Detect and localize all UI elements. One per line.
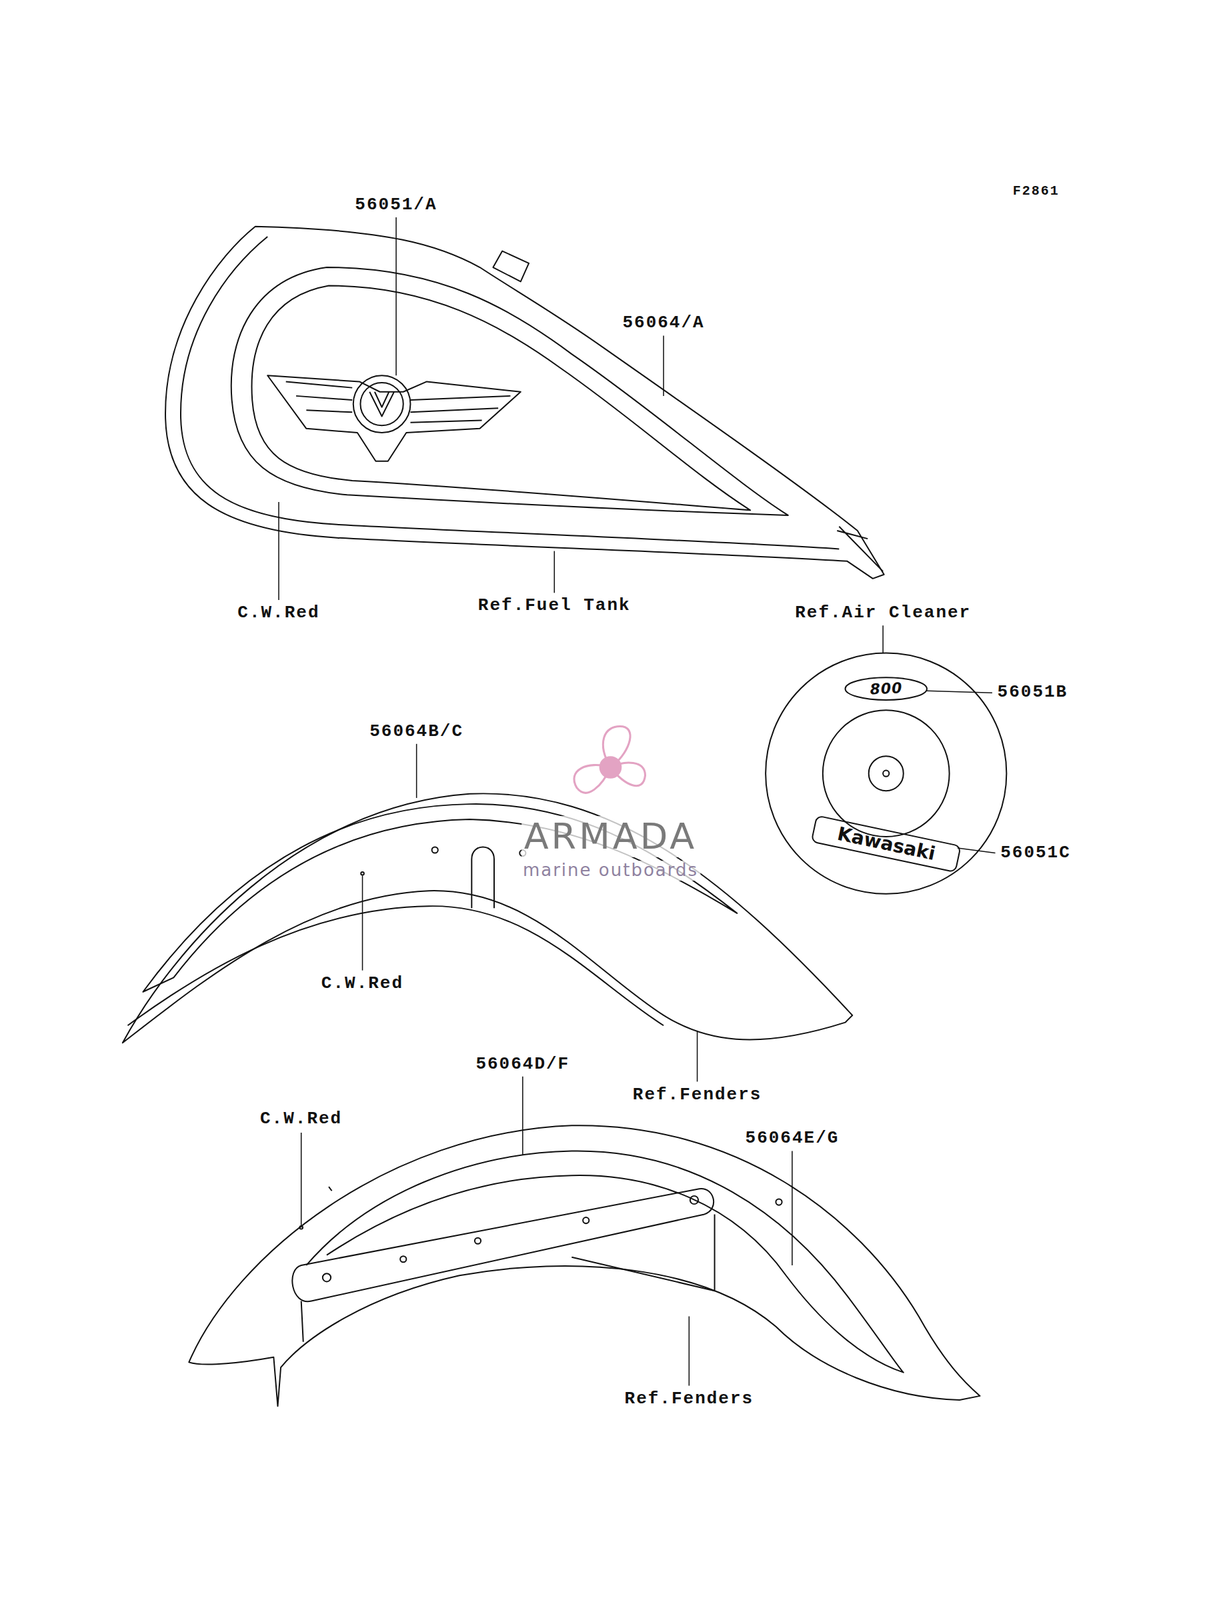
note-label: C.W.Red — [319, 974, 406, 995]
air-cleaner — [765, 653, 1007, 895]
air-cleaner-nut — [868, 756, 904, 791]
fuel-tank-edge — [180, 236, 839, 549]
fender-bracket — [471, 846, 495, 909]
hole — [690, 1196, 699, 1205]
air-cleaner-bolt — [882, 770, 889, 777]
rear-fender-stripe — [306, 1150, 903, 1373]
hole — [775, 1198, 782, 1205]
decal-text: Kawasaki — [835, 823, 938, 865]
part-label: Ref.Fuel Tank — [476, 596, 633, 617]
hole — [582, 1217, 589, 1224]
part-label: Ref.Fenders — [622, 1389, 757, 1410]
decal-text: 800 — [869, 679, 903, 699]
emblem-ring — [353, 375, 411, 433]
watermark: marine outboards — [520, 860, 701, 881]
rear-fender-strut — [292, 1188, 715, 1343]
decal-kawasaki — [811, 815, 961, 873]
rear-fender — [188, 1125, 980, 1407]
emblem-ring — [360, 382, 403, 426]
callout-number: 56051C — [998, 843, 1073, 864]
callout-number: 56064D/F — [473, 1054, 572, 1075]
callout-number: 56064E/G — [743, 1129, 842, 1150]
fender-stripe — [142, 804, 737, 993]
fender-band — [127, 906, 664, 1026]
watermark: ARMADA — [522, 816, 700, 858]
note-label: C.W.Red — [235, 603, 322, 624]
wing-feather — [286, 381, 511, 423]
mark — [328, 1186, 333, 1191]
part-label: Ref.Fenders — [630, 1085, 765, 1106]
hole — [432, 846, 439, 853]
callout-number: 56051/A — [352, 195, 439, 216]
air-cleaner-ring — [822, 710, 950, 837]
figure-id: F2861 — [1010, 183, 1062, 199]
decal-800 — [845, 677, 927, 701]
front-fender — [122, 793, 853, 1043]
tank-neck — [836, 526, 883, 572]
hole — [360, 872, 365, 876]
tank-stripe — [231, 267, 789, 516]
emblem-v — [369, 392, 395, 417]
callout-number: 56051B — [995, 683, 1071, 704]
hole — [400, 1256, 407, 1263]
filler-cap — [492, 251, 529, 283]
note-label: C.W.Red — [258, 1109, 345, 1130]
watermark-icon — [574, 726, 646, 794]
fuel-tank — [165, 226, 885, 579]
callout-number: 56064B/C — [367, 722, 466, 743]
hole — [474, 1238, 481, 1245]
part-label: Ref.Air Cleaner — [792, 603, 973, 624]
leader-lines — [278, 217, 995, 1387]
wing-emblem — [267, 375, 521, 462]
tank-stripe — [252, 286, 751, 511]
callout-number: 56064/A — [620, 313, 707, 334]
hole — [322, 1273, 331, 1282]
